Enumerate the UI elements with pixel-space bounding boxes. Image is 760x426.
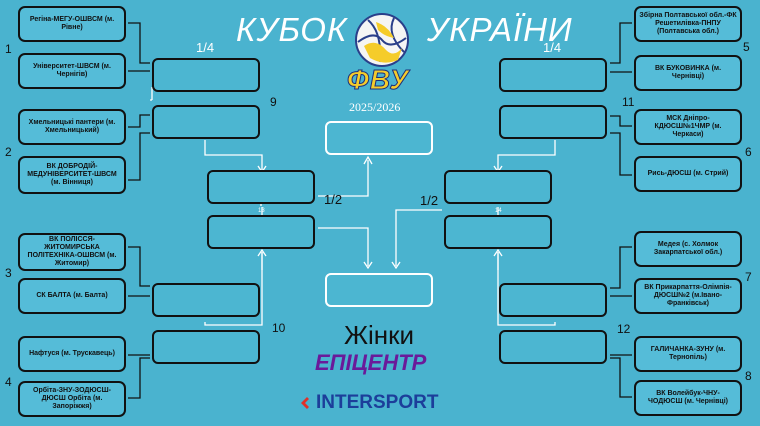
match-number-9: 9 — [270, 95, 277, 109]
team-box: Нафтуся (м. Трускавець) — [18, 336, 126, 372]
final-slot — [325, 121, 433, 155]
team-box: СК БАЛТА (м. Балта) — [18, 278, 126, 314]
match-number-1: 1 — [5, 42, 12, 56]
round-label-semi-right: 1/2 — [420, 193, 439, 208]
bracket-slot — [499, 283, 607, 317]
bracket-slot — [152, 330, 260, 364]
title-left: КУБОК — [236, 11, 348, 48]
match-number-2: 2 — [5, 145, 12, 159]
team-box: ВК БУКОВИНКА (м. Чернівці) — [634, 55, 742, 91]
bracket-slot — [444, 215, 552, 249]
match-number-12: 12 — [617, 322, 631, 336]
team-box: Університет-ШВСМ (м. Чернігів) — [18, 53, 126, 89]
title-right: УКРАЇНИ — [427, 11, 573, 48]
team-box: ВК ДОБРОДІЙ-МЕДУНІВЕРСИТЕТ-ШВСМ (м. Вінн… — [18, 156, 126, 194]
team-box: ГАЛИЧАНКА-ЗУНУ (м. Тернопіль) — [634, 336, 742, 372]
match-number-11: 11 — [622, 95, 635, 109]
bracket-slot — [207, 170, 315, 204]
bracket-slot — [207, 215, 315, 249]
sponsor-epicentr: ЕПІЦЕНТР — [315, 350, 427, 375]
season-label: 2025/2026 — [349, 100, 401, 114]
team-box: ВК ПОЛІССЯ-ЖИТОМИРСЬКА ПОЛІТЕХНІКА-ОШВСМ… — [18, 233, 126, 271]
team-box: ВК Волейбук-ЧНУ-ЧОДЮСШ (м. Чернівці) — [634, 380, 742, 416]
round-label-semi-left: 1/2 — [324, 192, 343, 207]
category-label: Жінки — [344, 320, 415, 350]
fvu-logo-text: ФВУ — [346, 64, 410, 96]
bracket-slot — [152, 105, 260, 139]
match-number-14: 14 — [495, 208, 502, 214]
volleyball-icon — [355, 13, 409, 67]
team-box: МСК Дніпро-КДЮСШ№1ЧМР (м. Черкаси) — [634, 109, 742, 145]
team-box: Рись-ДЮСШ (м. Стрий) — [634, 156, 742, 192]
final-slot — [325, 273, 433, 307]
team-box: ВК Прикарпаття-Олімпія-ДЮСШ№2 (м.Івано-Ф… — [634, 278, 742, 314]
team-box: Регіна-МЕГУ-ОШВСМ (м. Рівне) — [18, 6, 126, 42]
round-label-quarter-right: 1/4 — [543, 40, 562, 55]
bracket-slot — [152, 283, 260, 317]
team-box: Медея (с. Холмок Закарпатської обл.) — [634, 231, 742, 267]
match-number-4: 4 — [5, 375, 12, 389]
team-box: Збірна Полтавської обл.-ФК Решетилівка-П… — [634, 6, 742, 42]
bracket-slot — [499, 105, 607, 139]
match-number-7: 7 — [745, 270, 752, 284]
match-number-3: 3 — [5, 266, 12, 280]
sponsor-intersport: INTERSPORT — [316, 392, 439, 413]
team-box: Хмельницькі пантери (м. Хмельницький) — [18, 109, 126, 145]
match-number-8: 8 — [745, 369, 752, 383]
intersport-logo-icon — [301, 397, 309, 409]
round-label-quarter-left: 1/4 — [196, 40, 215, 55]
match-number-13: 13 — [258, 208, 265, 214]
team-box: Орбіта-ЗНУ-ЗОДЮСШ-ДЮСШ Орбіта (м. Запорі… — [18, 381, 126, 417]
bracket-slot — [499, 330, 607, 364]
bracket-slot — [499, 58, 607, 92]
bracket-slot — [152, 58, 260, 92]
match-number-5: 5 — [743, 40, 750, 54]
match-number-10: 10 — [272, 321, 286, 335]
match-number-6: 6 — [745, 145, 752, 159]
bracket-slot — [444, 170, 552, 204]
